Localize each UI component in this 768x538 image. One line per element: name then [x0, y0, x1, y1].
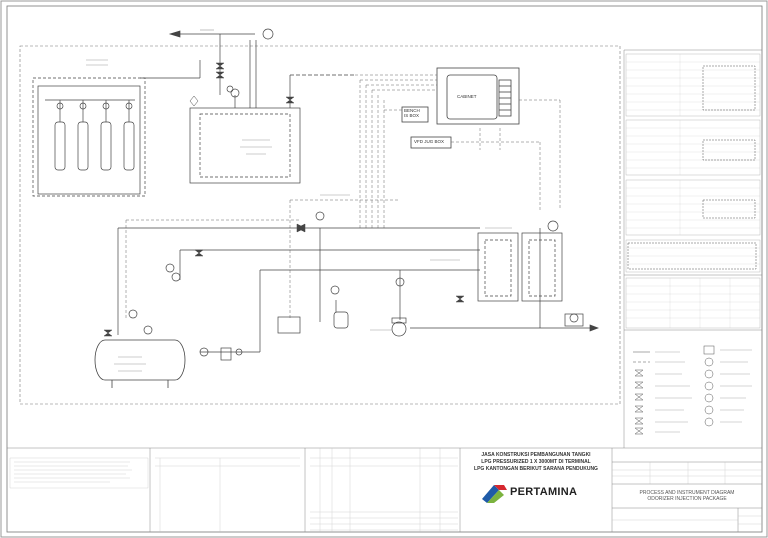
project-title: JASA KONSTRUKSI PEMBANGUNAN TANGKI LPG P…	[462, 452, 610, 473]
vfd-jug-box-label: VFD JUG BOX	[414, 139, 445, 144]
process-area	[19, 45, 621, 405]
bench-label-line2: IS BOX	[404, 113, 420, 118]
bench-label: BENCH IS BOX	[404, 108, 420, 118]
right-panel-rows	[626, 54, 760, 328]
project-title-line3: LPG KANTONGAN BERIKUT SARANA PENDUKUNG	[474, 466, 598, 472]
control-cabinet	[436, 67, 520, 125]
right-info-panel	[623, 49, 762, 448]
cylinder-rack	[32, 77, 146, 197]
pump-units	[128, 85, 584, 361]
tag-marks	[86, 29, 512, 372]
notes-table-lines	[9, 448, 762, 532]
legend-symbols	[633, 345, 715, 435]
bench-label-line1: BENCH	[404, 108, 420, 113]
odorant-storage-tank	[189, 74, 355, 184]
drawing-title: PROCESS AND INSTRUMENT DIAGRAM ODORIZER …	[614, 490, 760, 502]
vfd-jug-box	[410, 136, 452, 149]
drawing-title-line1: PROCESS AND INSTRUMENT DIAGRAM	[639, 490, 735, 496]
inner-border	[6, 5, 763, 533]
valve-icons	[103, 62, 465, 337]
project-title-line2: LPG PRESSURIZED 1 X 3000MT DI TERMINAL	[481, 459, 591, 465]
gas-cylinder-icon	[45, 99, 135, 171]
injection-tanks	[477, 232, 563, 302]
bench-is-box	[401, 106, 429, 123]
cabinet-label: CABINET	[457, 94, 477, 99]
right-panel-highlight-boxes	[627, 65, 757, 270]
title-block	[7, 447, 762, 532]
pertamina-logo	[482, 485, 507, 503]
signal-lines	[125, 74, 561, 320]
brand-name: PERTAMINA	[510, 486, 578, 498]
project-title-line1: JASA KONSTRUKSI PEMBANGUNAN TANGKI	[481, 452, 591, 458]
right-panel-tables	[625, 53, 761, 329]
drawing-title-line2: ODORIZER INJECTION PACKAGE	[647, 496, 727, 502]
horizontal-vessel	[94, 339, 186, 388]
supply-lines	[140, 28, 274, 108]
legend-text-marks	[655, 349, 752, 433]
process-lines	[117, 227, 599, 353]
